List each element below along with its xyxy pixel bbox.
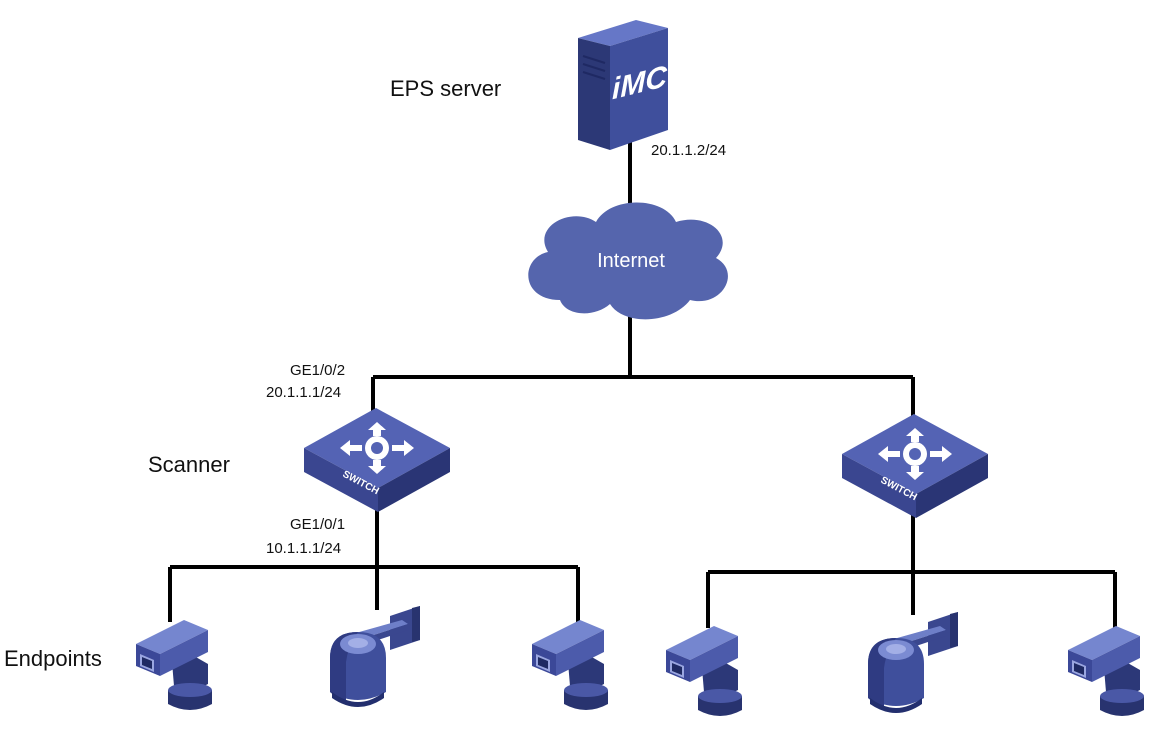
endpoint-dome-camera-2 [868,612,958,713]
cloud-label: Internet [597,250,665,272]
scanner-switch: SWITCH [304,408,450,512]
server-ip: 20.1.1.2/24 [651,142,727,159]
scanner-uplink-port: GE1/0/2 [290,362,346,379]
internet-cloud: Internet [528,202,728,320]
endpoint-box-camera-4 [1068,626,1144,716]
network-links [168,138,1117,628]
scanner-uplink-ip: 20.1.1.1/24 [266,384,342,401]
endpoint-box-camera-3 [666,626,742,716]
scanner-downlink-port: GE1/0/1 [290,516,346,533]
scanner-downlink-ip: 10.1.1.1/24 [266,540,342,557]
eps-server: iMC [578,20,668,150]
endpoint-dome-camera-1 [330,606,420,707]
endpoints-label: Endpoints [4,646,102,671]
scanner-label: Scanner [148,452,230,477]
endpoint-box-camera-2 [532,620,608,710]
server-label: EPS server [390,76,502,101]
endpoint-box-camera-1 [136,620,212,710]
switch-2: SWITCH [842,414,988,518]
